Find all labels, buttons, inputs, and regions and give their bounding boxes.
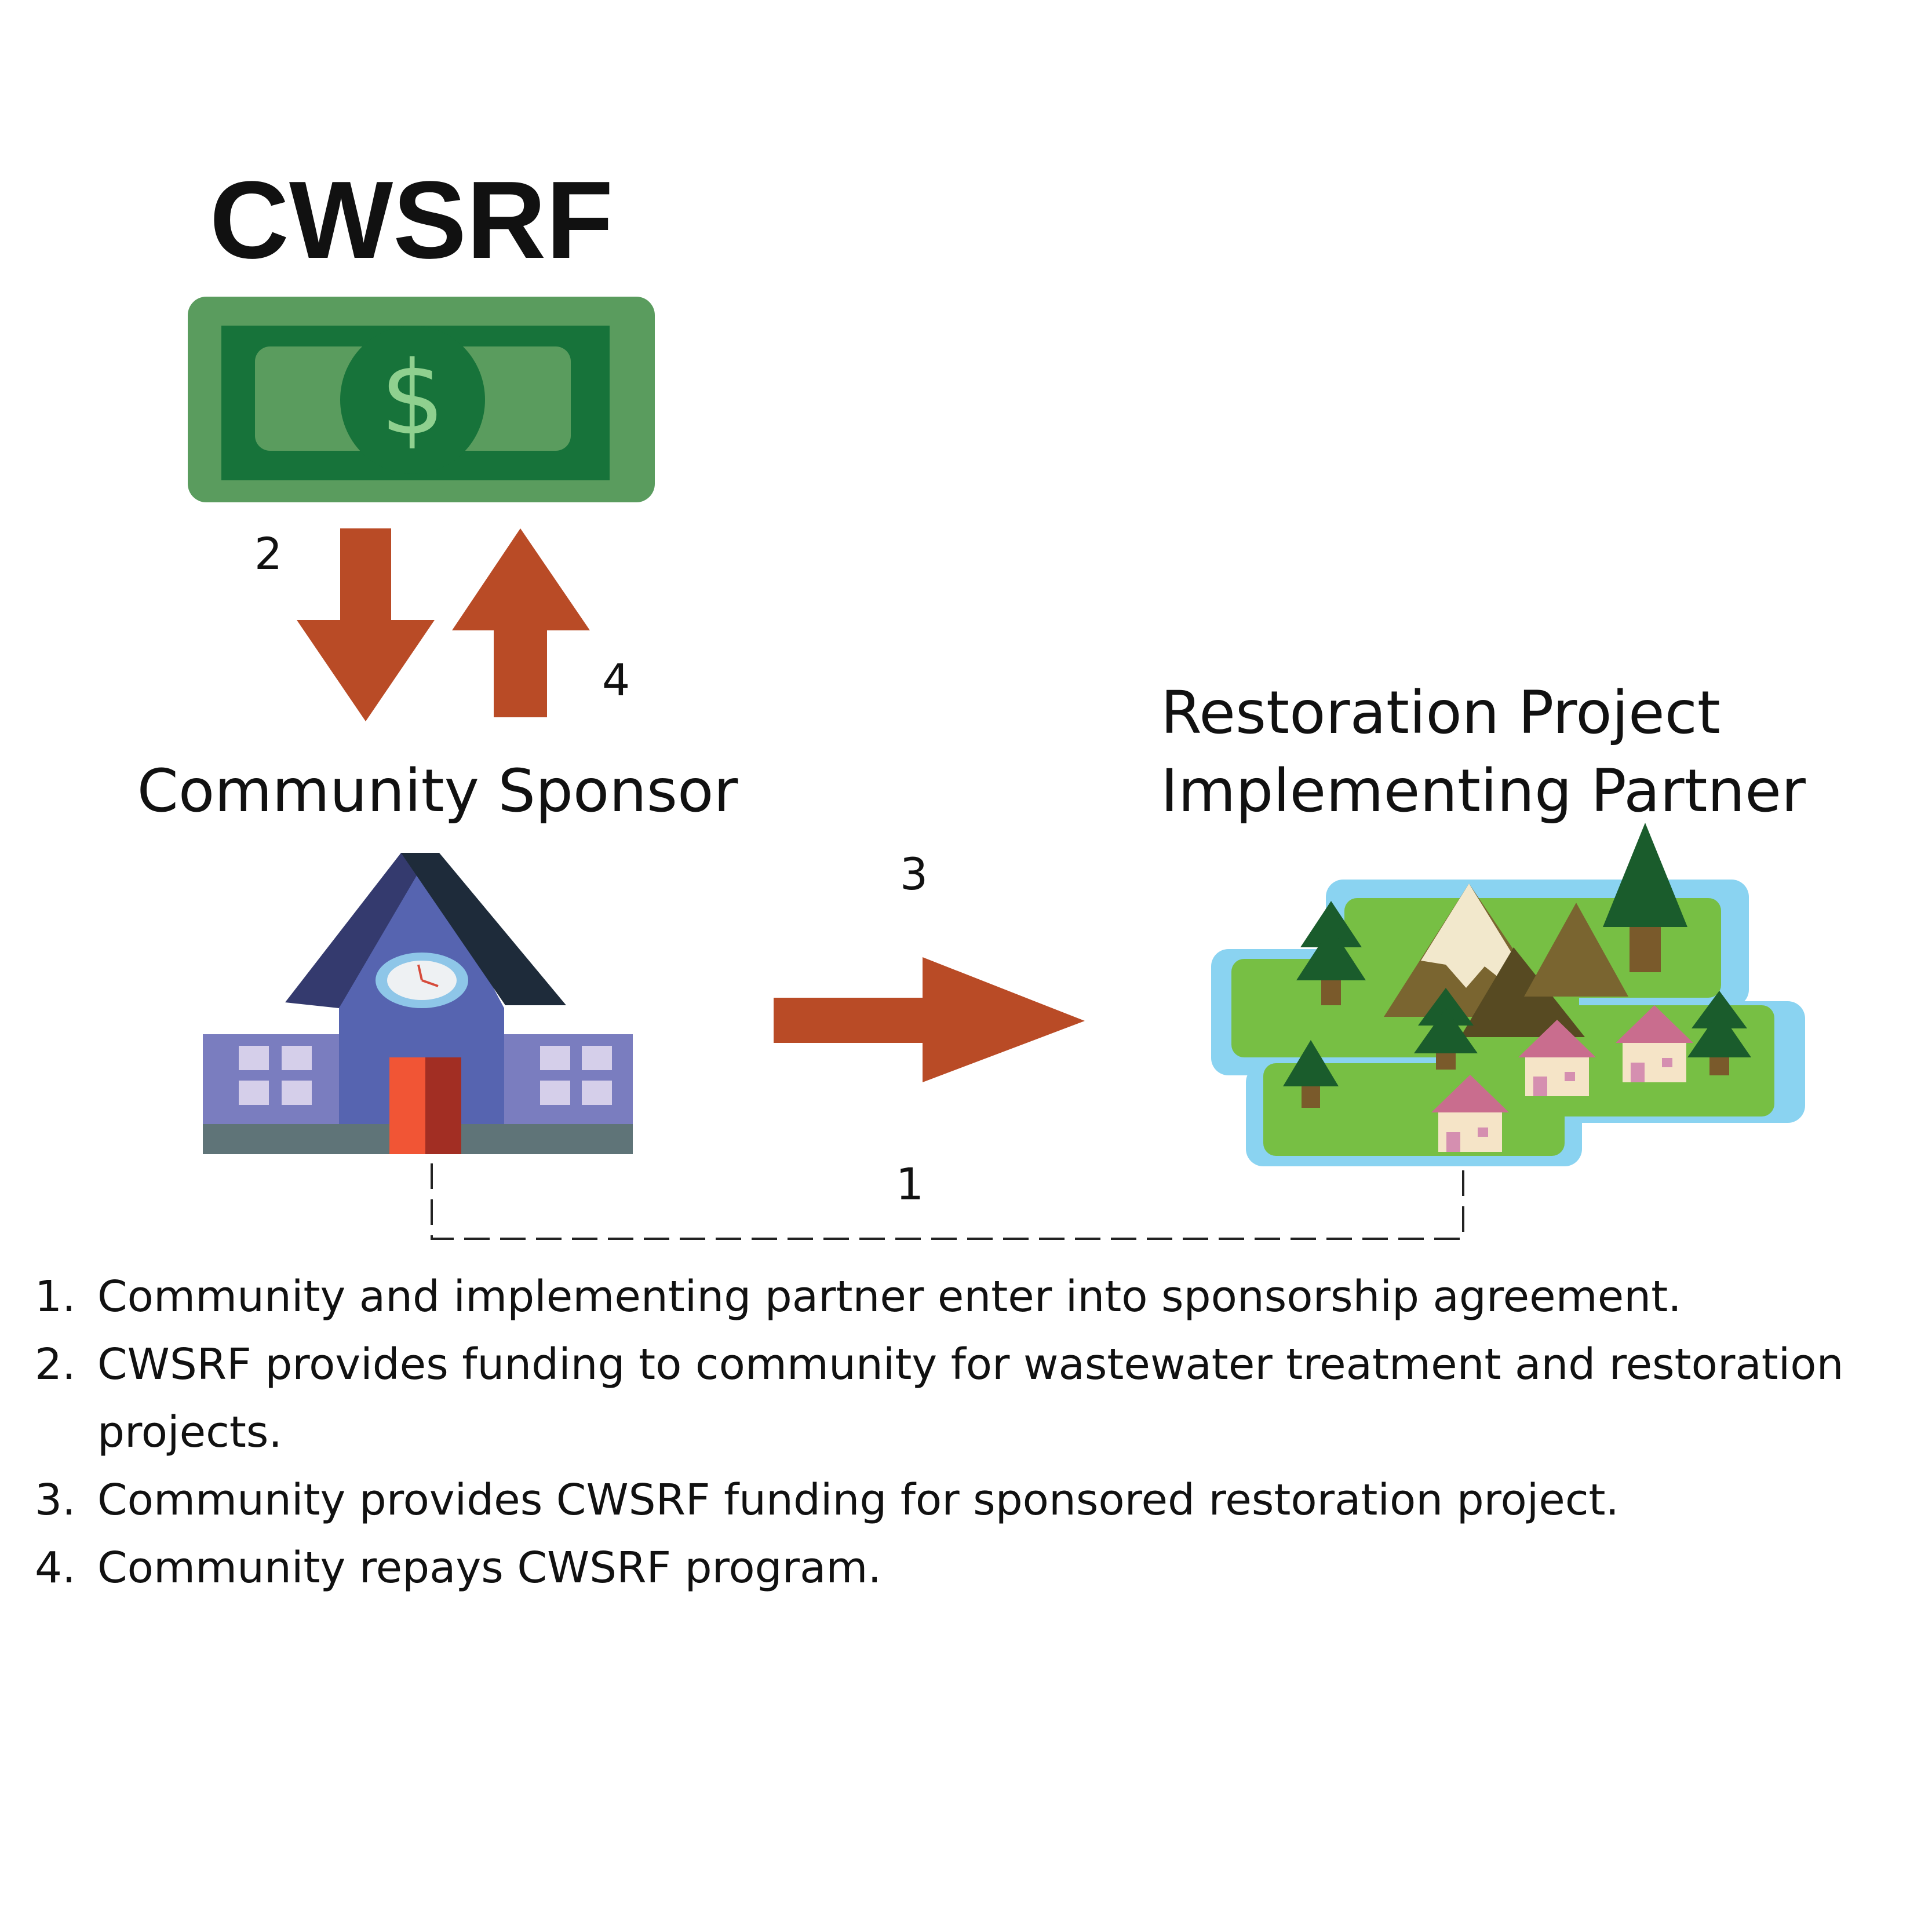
steps-list: 1. Community and implementing partner en… (35, 1263, 1912, 1602)
arrow-right-icon (774, 957, 1085, 1082)
tree-icon (1603, 823, 1687, 972)
tree-icon (1283, 1040, 1339, 1108)
tree-icon (1414, 988, 1478, 1070)
edge-number-2: 2 (254, 528, 282, 579)
step-text: Community and implementing partner enter… (97, 1272, 1682, 1322)
edge-number-3: 3 (900, 848, 928, 900)
step-number: 3. (35, 1475, 76, 1525)
step-item: 4. Community repays CWSRF program. (35, 1534, 1912, 1602)
dollar-bill-icon: $ (188, 297, 655, 502)
step-item: 1. Community and implementing partner en… (35, 1263, 1912, 1331)
edge-number-1: 1 (896, 1158, 924, 1210)
arrow-down-icon (297, 528, 435, 721)
arrow-up-icon (452, 528, 590, 717)
step-item: 2. CWSRF provides funding to community f… (35, 1331, 1912, 1466)
step-number: 1. (35, 1272, 76, 1322)
house-icon (1616, 1005, 1693, 1082)
step-text: CWSRF provides funding to community for … (97, 1340, 1844, 1457)
partner-label-line1: Restoration Project (1161, 678, 1720, 747)
tree-icon (1687, 991, 1751, 1075)
community-sponsor-label: Community Sponsor (137, 757, 738, 826)
step-text: Community repays CWSRF program. (97, 1543, 882, 1593)
step-item: 3. Community provides CWSRF funding for … (35, 1466, 1912, 1534)
step-number: 2. (35, 1340, 76, 1389)
step-text: Community provides CWSRF funding for spo… (97, 1475, 1620, 1525)
cwsrf-title: CWSRF (210, 159, 614, 282)
edge-number-4: 4 (602, 654, 630, 706)
town-hall-icon (203, 853, 633, 1154)
dollar-sign: $ (380, 340, 444, 458)
tree-icon (1296, 901, 1366, 1005)
agreement-dashed-line (431, 1163, 1464, 1240)
partner-label-line2: Implementing Partner (1161, 757, 1806, 826)
step-number: 4. (35, 1543, 76, 1593)
house-icon (1518, 1020, 1596, 1096)
house-icon (1431, 1075, 1509, 1152)
landscape-island-icon (1211, 823, 1805, 1166)
